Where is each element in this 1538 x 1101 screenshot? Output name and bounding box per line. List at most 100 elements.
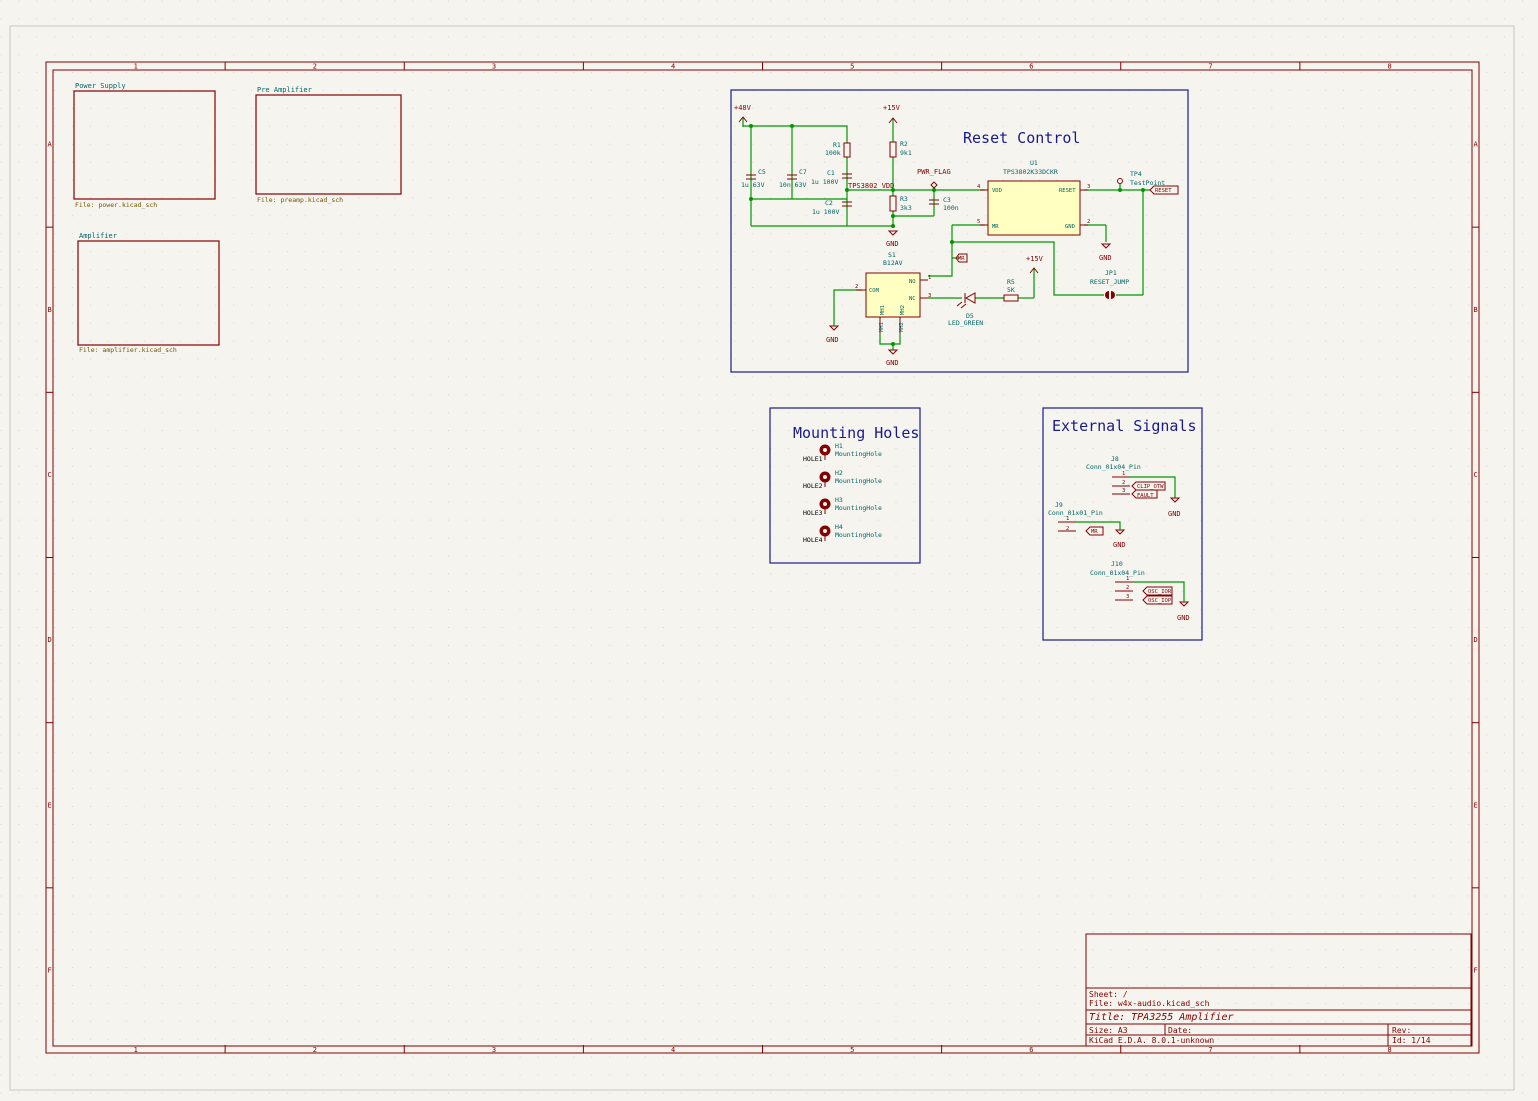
hier-sheet-amplifier[interactable]: Amplifier File: amplifier.kicad_sch <box>77 232 220 354</box>
global-label-text: MR <box>958 256 965 262</box>
title-block-rev: Rev: <box>1392 1026 1411 1035</box>
power-15v[interactable]: +15V <box>883 104 901 124</box>
pin-number: 2 <box>1087 219 1090 225</box>
pin-number: 4 <box>977 184 981 190</box>
pin-number: 3 <box>1126 594 1129 600</box>
hier-sheet-power-supply[interactable]: Power Supply File: power.kicad_sch <box>73 82 216 209</box>
border-row-label: E <box>48 801 52 809</box>
hole-drill <box>823 529 827 533</box>
global-label-text: OSC_IOP <box>1148 598 1172 604</box>
ref-label: J10 <box>1111 560 1123 568</box>
connector-j10[interactable]: J10 Conn_01x04_Pin 1 2 3 GND <box>1090 560 1190 622</box>
page-outline <box>9 25 1515 1091</box>
pin-label: RESET <box>1059 188 1076 194</box>
global-label-mr[interactable]: MR <box>955 253 968 263</box>
capacitor-c5[interactable]: C5 1u 63V <box>741 168 766 189</box>
jumper-jp1[interactable]: JP1 RESET_JUMP <box>1090 269 1129 299</box>
value-label: Conn_01x01_Pin <box>1048 509 1103 517</box>
title-block-file: File: w4x-audio.kicad_sch <box>1089 999 1210 1008</box>
gnd-symbol[interactable]: GND <box>886 230 899 248</box>
net-label-vdd: TPS3802_VDD <box>848 182 894 190</box>
border-column-label: 8 <box>1387 63 1391 71</box>
hier-sheet-pre-amplifier[interactable]: Pre Amplifier File: preamp.kicad_sch <box>255 86 402 204</box>
ref-label: H1 <box>835 442 843 450</box>
capacitor-c3[interactable]: C3 100n <box>929 196 959 212</box>
value-label: B12AV <box>883 259 903 267</box>
connector-j9[interactable]: J9 Conn_01x01_Pin 1 2 GND <box>1048 501 1126 549</box>
gnd-symbol[interactable]: GND <box>886 349 899 367</box>
ref-label: R5 <box>1007 278 1015 286</box>
ref-label: C7 <box>799 168 807 176</box>
capacitor-c2[interactable]: C2 1u 100V <box>812 199 852 216</box>
pwr-flag[interactable]: PWR_FLAG <box>917 168 951 189</box>
resistor-r5[interactable]: R5 5K <box>1003 278 1019 302</box>
power-48v[interactable]: +48V <box>734 104 752 123</box>
border-row-label: C <box>1474 471 1478 479</box>
capacitor-c1[interactable]: C1 1u 100V <box>811 169 852 186</box>
gnd-label: GND <box>886 240 899 248</box>
border-column-label: 2 <box>313 63 317 71</box>
global-label-osc-iop[interactable]: OSC_IOP <box>1142 595 1173 605</box>
pin-number: 1 <box>1126 576 1129 582</box>
value-label: Conn_01x04_Pin <box>1090 569 1145 577</box>
ref-label: J8 <box>1111 455 1119 463</box>
global-label-osc-ior[interactable]: OSC_IOR <box>1142 586 1173 596</box>
pin-number: 1 <box>928 275 931 281</box>
pin-number: 2 <box>1122 480 1125 486</box>
border-row-label: A <box>48 141 53 149</box>
global-label-text: RESET <box>1155 188 1172 194</box>
hole-net-label: HOLE2 <box>803 482 823 490</box>
test-point-tp4[interactable]: TP4 TestPoint <box>1117 170 1166 187</box>
pin-label: MR <box>992 224 999 230</box>
led-d5[interactable]: D5 LED_GREEN <box>948 292 983 327</box>
power-15v[interactable]: +15V <box>1026 255 1044 274</box>
resistor-r2[interactable]: R2 9k1 <box>889 140 912 158</box>
pin-label: MH1 <box>879 322 885 332</box>
border-row-label: C <box>48 471 52 479</box>
value-label: 3k3 <box>900 204 912 212</box>
gnd-label: GND <box>1113 541 1126 549</box>
ref-label: C5 <box>758 168 766 176</box>
border-row-label: D <box>1474 636 1478 644</box>
global-label-text: FAULT <box>1137 493 1154 499</box>
ref-label: C1 <box>827 169 835 177</box>
ic-u1[interactable]: U1 TPS3802K33DCKR VDD MR RESET GND 4 5 3… <box>977 159 1090 236</box>
global-label-clip-otw[interactable]: CLIP_OTW <box>1131 481 1166 491</box>
gnd-symbol[interactable]: GND <box>1099 243 1112 262</box>
hole-net-label: HOLE3 <box>803 509 823 517</box>
resistor-r3[interactable]: R3 3k3 <box>889 195 912 212</box>
pin-number: 3 <box>928 293 931 299</box>
border-column-label: 4 <box>671 63 675 71</box>
global-label-mr[interactable]: MR <box>1085 526 1104 536</box>
switch-s1[interactable]: S1 B12AV COM NO NC 2 1 3 MH1 MH2 MH1 MH2 <box>855 251 931 333</box>
hole-drill <box>823 448 827 452</box>
group-mounting-holes: Mounting Holes H1MountingHoleHOLE1H2Moun… <box>769 407 921 564</box>
value-label: Conn_01x04_Pin <box>1086 463 1141 471</box>
resistor-r1[interactable]: R1 100k <box>825 141 851 158</box>
border-column-label: 1 <box>134 63 138 71</box>
global-label-fault[interactable]: FAULT <box>1131 489 1158 499</box>
border-column-label: 7 <box>1208 63 1212 71</box>
pin-label: MH2 <box>900 305 906 315</box>
ref-label: D5 <box>966 312 974 320</box>
value-label: RESET_JUMP <box>1090 278 1129 286</box>
group-title: Reset Control <box>963 129 1080 147</box>
hier-sheet-name: Amplifier <box>79 232 117 240</box>
pin-number: 1 <box>1066 516 1069 522</box>
connector-j8[interactable]: J8 Conn_01x04_Pin 1 2 3 GND <box>1086 455 1181 518</box>
border-row-label: A <box>1474 141 1479 149</box>
gnd-symbol[interactable]: GND <box>826 325 840 344</box>
ref-label: U1 <box>1030 159 1038 167</box>
global-label-text: MR <box>1091 529 1098 535</box>
global-label-reset[interactable]: RESET <box>1149 185 1179 195</box>
ref-label: R3 <box>900 195 908 203</box>
value-label: MountingHole <box>835 450 882 458</box>
capacitor-c7[interactable]: C7 10n 63V <box>779 168 807 189</box>
title-block-size: Size: A3 <box>1089 1026 1128 1035</box>
